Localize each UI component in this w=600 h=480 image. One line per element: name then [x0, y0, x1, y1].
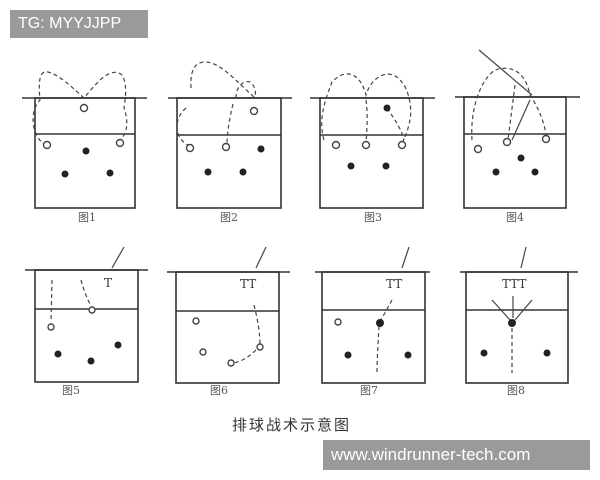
figure-label: 图7 [360, 384, 378, 397]
court [34, 97, 136, 209]
figure-2: 图2 [168, 61, 292, 224]
player-marker: TT [240, 277, 256, 291]
watermark: www.windrunner-tech.com [323, 440, 590, 470]
movement-path [190, 61, 256, 99]
movement-path [32, 71, 128, 147]
figure-label: 图1 [78, 211, 96, 224]
figure-label: 图4 [506, 211, 524, 224]
player-marker: TT [386, 277, 402, 291]
figure-7: TT 图7 [315, 246, 430, 397]
figure-label: 图8 [507, 384, 525, 397]
figure-label: 图6 [210, 384, 228, 397]
movement-path [321, 73, 412, 144]
player-marker: TTT [502, 277, 526, 291]
figure-4: 图4 [455, 49, 580, 224]
figure-label: 图5 [62, 384, 80, 397]
figure-5: T 图5 [25, 246, 148, 397]
figure-label: 图2 [220, 211, 238, 224]
figure-1: 图1 [22, 71, 147, 224]
diagram-title: 排球战术示意图 [232, 416, 351, 434]
figure-label: 图3 [364, 211, 382, 224]
movement-path [471, 67, 547, 141]
figure-6: TT 图6 [167, 246, 290, 397]
tg-overlay-label: TG: MYYJJPP [10, 10, 148, 38]
figure-8: TTT 图8 [460, 246, 578, 397]
player-marker: T [104, 276, 112, 290]
figure-3: 图3 [310, 73, 435, 224]
